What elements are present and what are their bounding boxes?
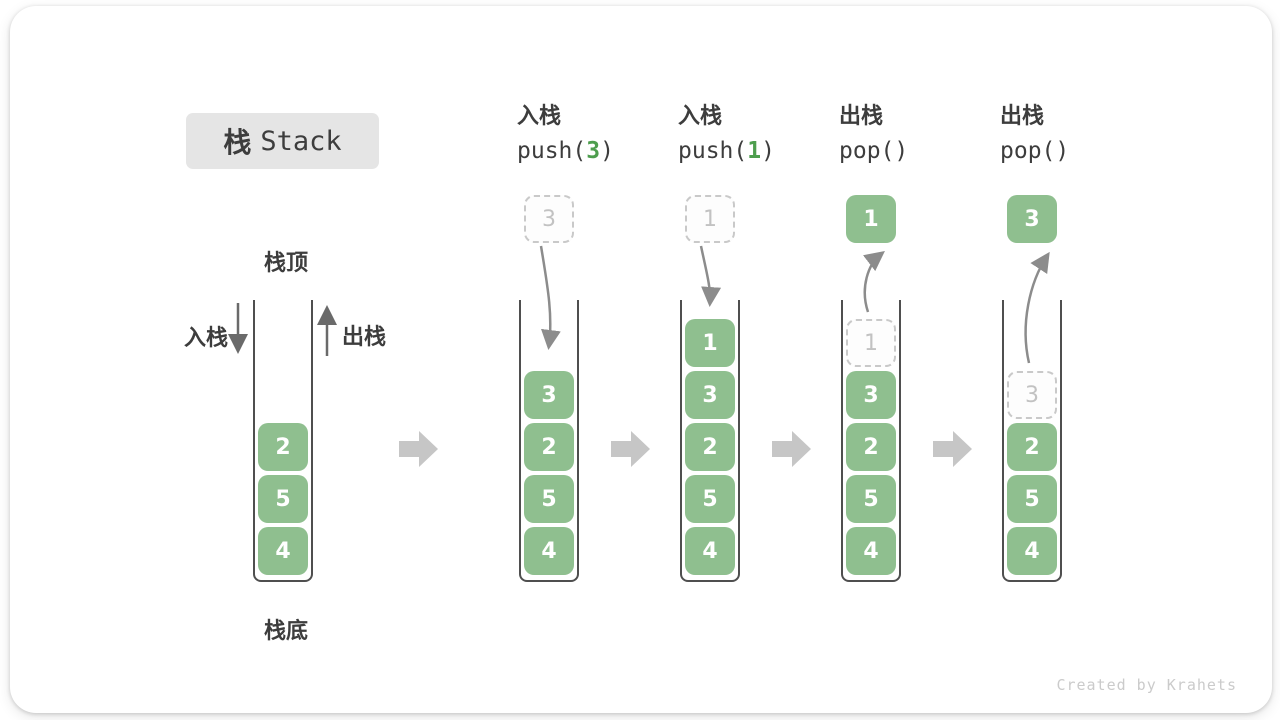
title-zh: 栈 [223,126,252,159]
above-cell-popped: 1 [846,195,896,243]
pop-trajectory-arrow-icon [1024,251,1050,364]
above-cell-dashed: 1 [685,195,735,243]
step-block-arrow-icon [772,431,811,467]
pop-trajectory-arrow-icon [863,250,885,313]
column-header-pop-first: 出栈 pop() [839,102,1009,167]
op-pre: push( [678,138,748,164]
stack-cell: 2 [524,423,574,471]
stack-cell: 4 [846,527,896,575]
ghost-cell: 1 [846,319,896,367]
label-push: 入栈 [183,326,228,351]
stack-cell: 4 [685,527,735,575]
stack-cell: 3 [524,371,574,419]
stack-cell: 2 [258,423,308,471]
header-label: 出栈 [1000,104,1045,129]
stack-cell: 5 [1007,475,1057,523]
header-label: 入栈 [517,104,562,129]
stack-cell: 1 [685,319,735,367]
column-header-pop-second: 出栈 pop() [1000,102,1170,167]
above-cell-popped: 3 [1007,195,1057,243]
step-block-arrow-icon [933,431,972,467]
column-header-push1: 入栈 push(1) [678,102,848,167]
step-block-arrow-icon [399,431,438,467]
stack-cell: 2 [1007,423,1057,471]
push-trajectory-arrow-icon [699,245,722,307]
op-pre: pop() [839,138,909,164]
header-operation: push(1) [678,135,848,167]
column-header-push3: 入栈 push(3) [517,102,687,167]
header-label: 入栈 [678,104,723,129]
credit-text: Created by Krahets [1056,676,1237,694]
op-arg: 3 [586,138,601,164]
stack-cell: 4 [258,527,308,575]
label-stack-bottom: 栈底 [263,619,308,644]
ghost-cell: 3 [1007,371,1057,419]
stack-cell: 3 [685,371,735,419]
header-operation: pop() [839,135,1009,167]
push-trajectory-arrow-icon [539,245,561,350]
title-box: 栈 Stack [186,113,379,169]
op-arg: 1 [747,138,762,164]
stack-cell: 5 [524,475,574,523]
stack-cell: 4 [1007,527,1057,575]
stack-cell: 2 [846,423,896,471]
stack-cell: 3 [846,371,896,419]
stack-cell: 4 [524,527,574,575]
header-operation: push(3) [517,135,687,167]
label-pop: 出栈 [342,325,387,350]
header-label: 出栈 [839,104,884,129]
op-post: ) [761,138,775,164]
step-block-arrow-icon [611,431,650,467]
stack-cell: 5 [685,475,735,523]
title-en: Stack [260,125,342,157]
stack-cell: 5 [258,475,308,523]
op-post: ) [600,138,614,164]
op-pre: push( [517,138,587,164]
stack-cell: 5 [846,475,896,523]
label-stack-top: 栈顶 [263,251,308,276]
op-pre: pop() [1000,138,1070,164]
stack-cell: 2 [685,423,735,471]
header-operation: pop() [1000,135,1170,167]
above-cell-dashed: 3 [524,195,574,243]
